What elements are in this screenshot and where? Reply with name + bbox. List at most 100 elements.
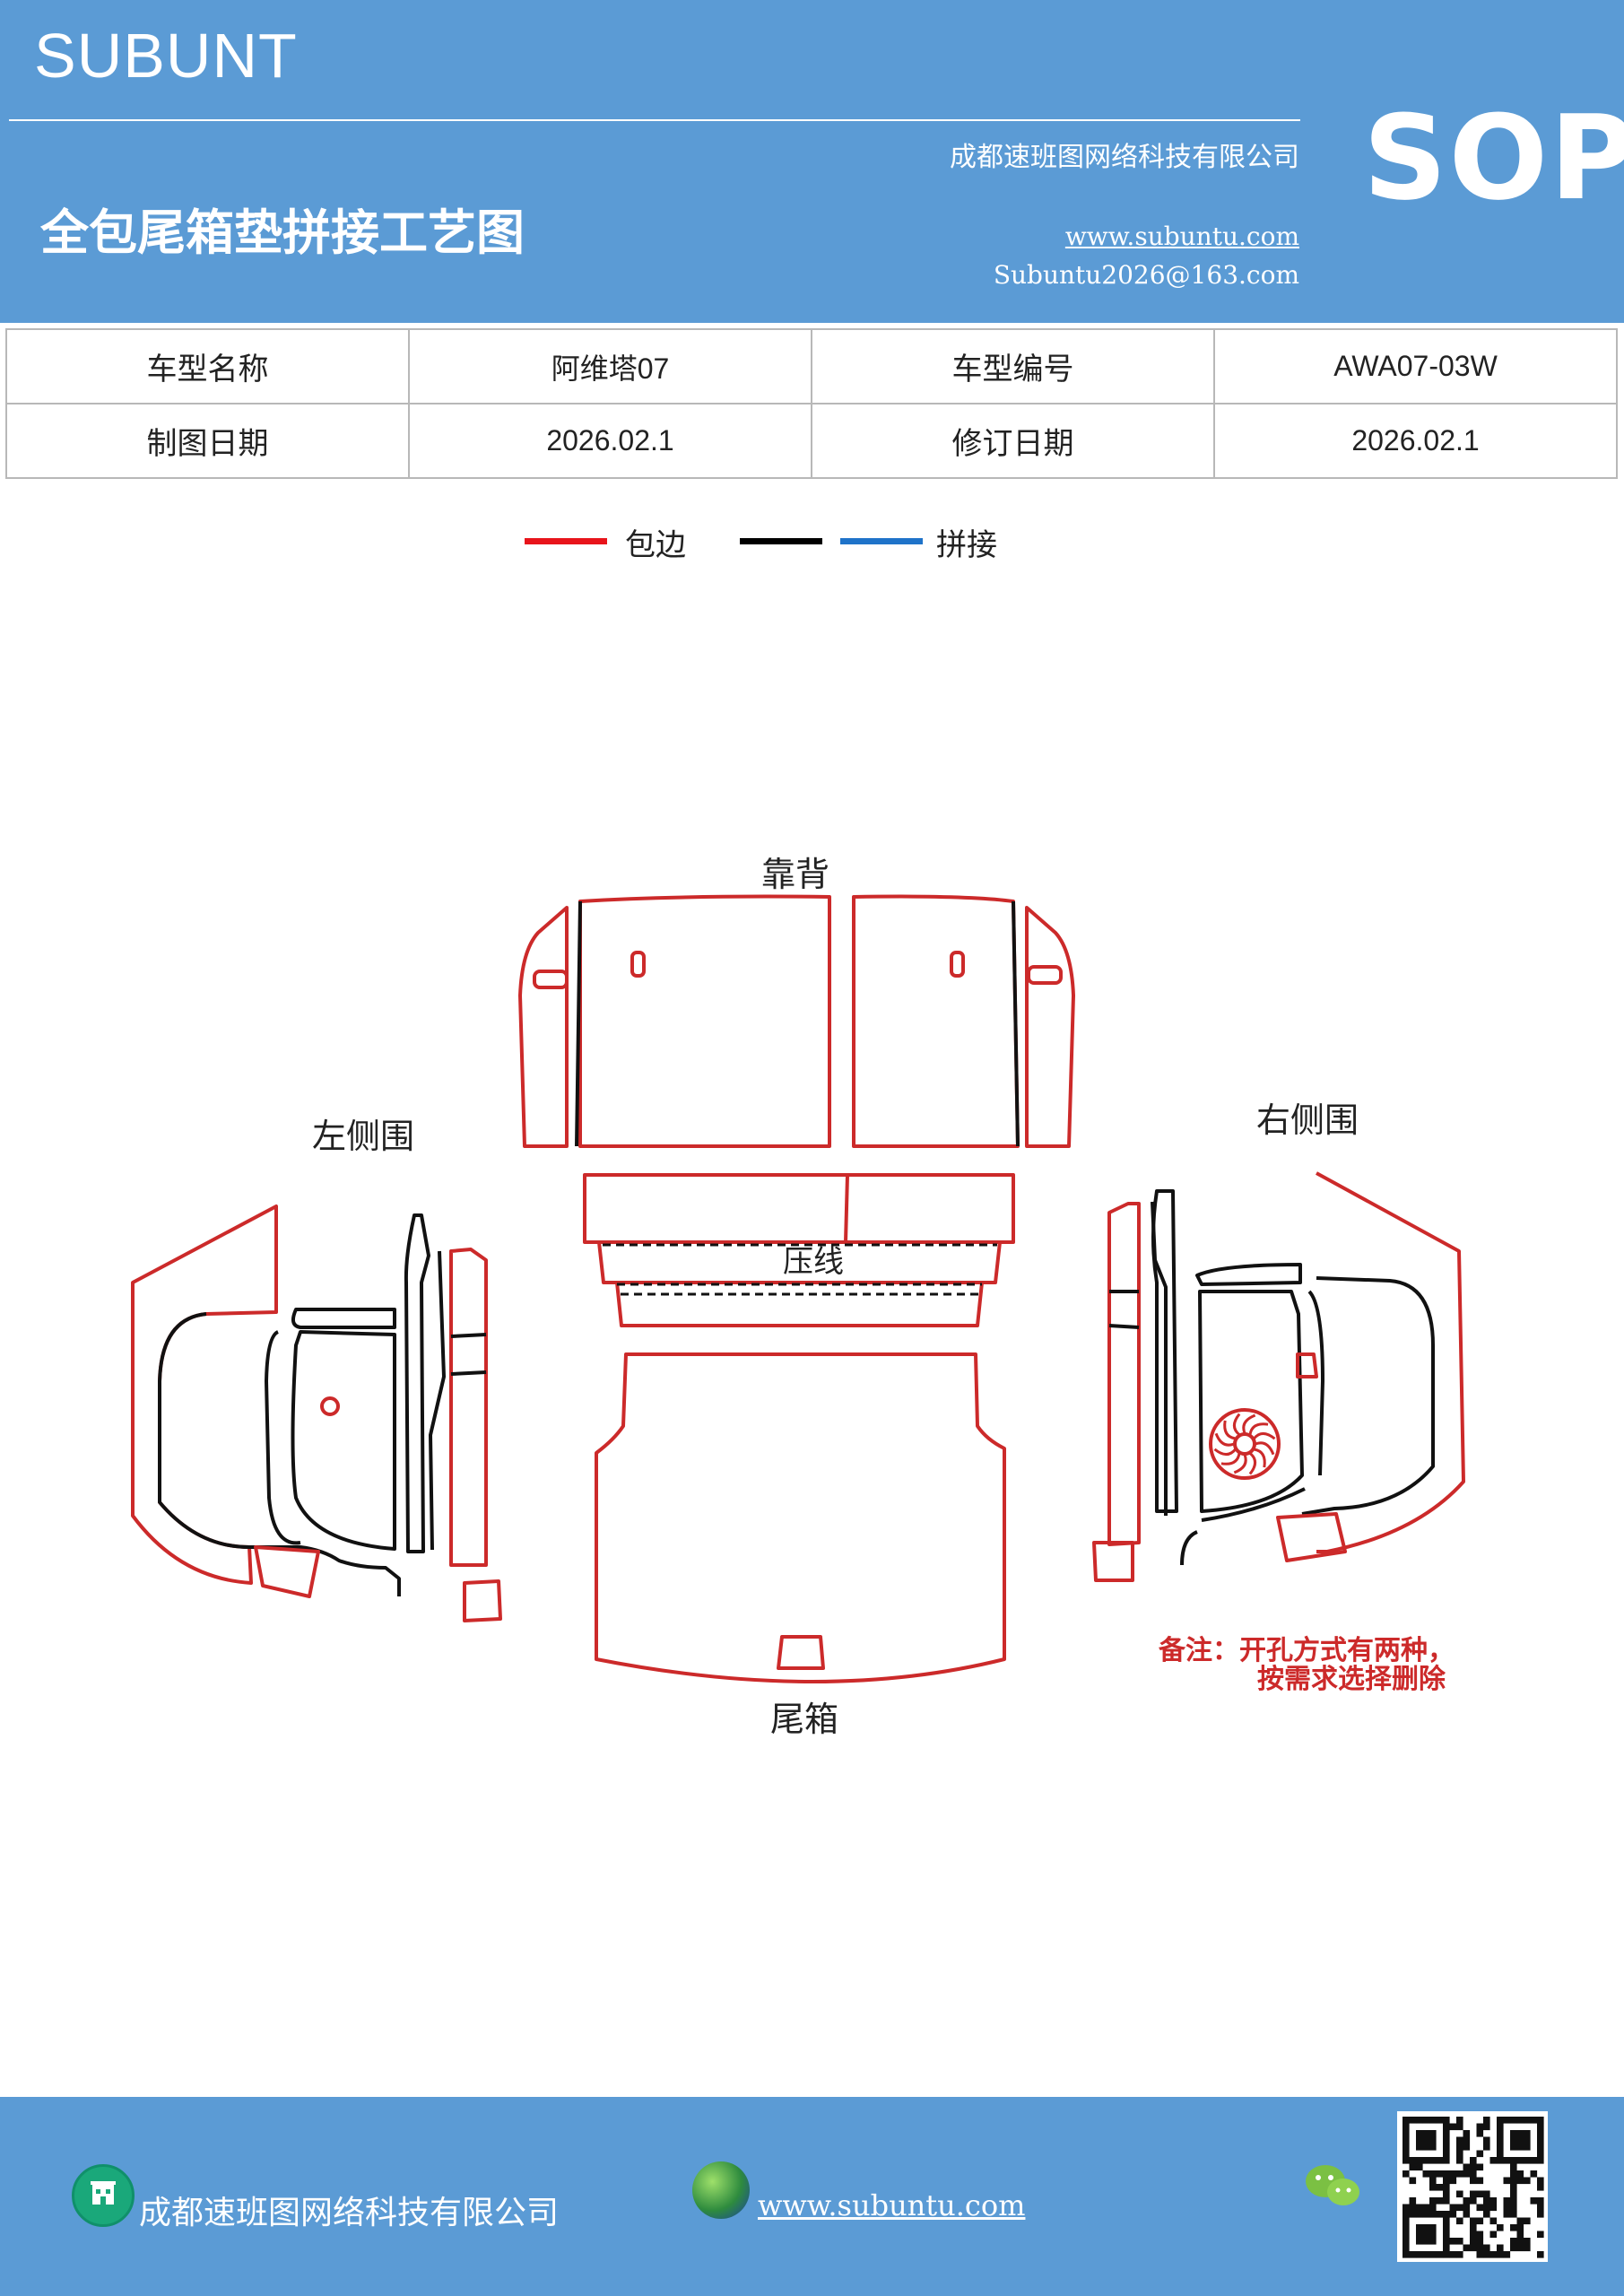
qr-module bbox=[1436, 2211, 1444, 2218]
header: SUBUNT 成都速班图网络科技有限公司 全包尾箱垫拼接工艺图 www.subu… bbox=[0, 0, 1624, 323]
qr-module bbox=[1510, 2170, 1517, 2178]
qr-module bbox=[1429, 2238, 1437, 2245]
qr-module bbox=[1463, 2163, 1471, 2171]
qr-module bbox=[1510, 2204, 1517, 2212]
right-side-window-edge bbox=[1307, 1290, 1324, 1476]
qr-module bbox=[1403, 2170, 1410, 2178]
right-side-foot bbox=[1092, 1541, 1134, 1582]
qr-module bbox=[1436, 2157, 1444, 2164]
left-side-hole bbox=[320, 1396, 340, 1416]
qr-module bbox=[1429, 2231, 1437, 2239]
qr-module bbox=[1524, 2177, 1531, 2185]
qr-module bbox=[1443, 2170, 1450, 2178]
qr-module bbox=[1443, 2144, 1450, 2151]
qr-code bbox=[1397, 2111, 1548, 2262]
qr-module bbox=[1537, 2211, 1544, 2218]
right-side-strip bbox=[1107, 1202, 1141, 1546]
qr-module bbox=[1443, 2184, 1450, 2191]
label-left-side: 左侧围 bbox=[312, 1117, 414, 1156]
qr-module bbox=[1516, 2170, 1524, 2178]
vent-spoke bbox=[1223, 1420, 1236, 1440]
qr-module bbox=[1409, 2157, 1417, 2164]
qr-module bbox=[1416, 2144, 1423, 2151]
table-cell: 2026.02.1 bbox=[1213, 403, 1618, 479]
qr-module bbox=[1436, 2251, 1444, 2258]
qr-module bbox=[1422, 2170, 1430, 2178]
qr-module bbox=[1483, 2197, 1490, 2205]
qr-module bbox=[1503, 2117, 1511, 2124]
qr-module bbox=[1483, 2136, 1490, 2144]
qr-module bbox=[1403, 2204, 1410, 2212]
vent-spoke bbox=[1242, 1413, 1256, 1434]
qr-module bbox=[1537, 2184, 1544, 2191]
press-section-top bbox=[583, 1173, 1015, 1244]
footer-website-link[interactable]: www.subuntu.com bbox=[758, 2188, 1026, 2222]
qr-module bbox=[1497, 2157, 1504, 2164]
qr-module bbox=[1416, 2224, 1423, 2231]
qr-module bbox=[1470, 2238, 1477, 2245]
trunk-floor bbox=[595, 1352, 1006, 1683]
table-cell: 车型编号 bbox=[811, 328, 1215, 404]
website-link[interactable]: www.subuntu.com bbox=[1064, 222, 1299, 251]
qr-module bbox=[1429, 2130, 1437, 2137]
qr-module bbox=[1463, 2136, 1471, 2144]
vent-spoke bbox=[1248, 1452, 1257, 1475]
qr-module bbox=[1516, 2238, 1524, 2245]
legend-swatch-seam-blue bbox=[840, 538, 923, 544]
qr-module bbox=[1483, 2244, 1490, 2252]
trunk-handle-cutout bbox=[777, 1635, 825, 1670]
qr-module bbox=[1429, 2197, 1437, 2205]
qr-module bbox=[1470, 2170, 1477, 2178]
qr-module bbox=[1510, 2130, 1517, 2137]
qr-module bbox=[1449, 2170, 1457, 2178]
left-side-outer bbox=[131, 1205, 278, 1585]
qr-module bbox=[1429, 2170, 1437, 2178]
qr-module bbox=[1422, 2117, 1430, 2124]
vent-spoke bbox=[1248, 1422, 1269, 1435]
vent-spoke bbox=[1220, 1453, 1241, 1465]
table-cell: 车型名称 bbox=[5, 328, 410, 404]
qr-module bbox=[1436, 2197, 1444, 2205]
qr-module bbox=[1497, 2136, 1504, 2144]
qr-module bbox=[1443, 2231, 1450, 2239]
qr-module bbox=[1470, 2217, 1477, 2225]
qr-module bbox=[1510, 2157, 1517, 2164]
qr-module bbox=[1403, 2211, 1410, 2218]
qr-module bbox=[1537, 2136, 1544, 2144]
qr-module bbox=[1422, 2224, 1430, 2231]
note-line-1: 备注：开孔方式有两种， bbox=[1159, 1635, 1455, 1666]
qr-module bbox=[1530, 2117, 1538, 2124]
qr-module bbox=[1449, 2238, 1457, 2245]
qr-module bbox=[1516, 2136, 1524, 2144]
backrest-left-flap bbox=[518, 906, 569, 1148]
qr-module bbox=[1416, 2204, 1423, 2212]
qr-module bbox=[1443, 2238, 1450, 2245]
qr-module bbox=[1416, 2163, 1423, 2171]
footer-company: 成都速班图网络科技有限公司 bbox=[139, 2195, 560, 2231]
qr-module bbox=[1416, 2211, 1423, 2218]
qr-module bbox=[1429, 2136, 1437, 2144]
qr-module bbox=[1524, 2136, 1531, 2144]
qr-module bbox=[1516, 2244, 1524, 2252]
company-name: 成都速班图网络科技有限公司 bbox=[950, 142, 1299, 173]
qr-module bbox=[1476, 2251, 1484, 2258]
qr-module bbox=[1537, 2123, 1544, 2131]
qr-module bbox=[1476, 2150, 1484, 2158]
qr-module bbox=[1470, 2190, 1477, 2198]
qr-module bbox=[1403, 2251, 1410, 2258]
qr-module bbox=[1422, 2251, 1430, 2258]
qr-module bbox=[1463, 2211, 1471, 2218]
qr-module bbox=[1516, 2177, 1524, 2185]
backrest-right-hole bbox=[950, 951, 965, 978]
qr-module bbox=[1429, 2157, 1437, 2164]
qr-module bbox=[1416, 2251, 1423, 2258]
backrest-right-flap bbox=[1025, 906, 1075, 1148]
qr-module bbox=[1497, 2244, 1504, 2252]
qr-module bbox=[1510, 2244, 1517, 2252]
qr-module bbox=[1456, 2136, 1463, 2144]
diagram-labels: 靠背 左侧围 右侧围 压线 尾箱 备注：开孔方式有两种， 按需求选择删除 bbox=[312, 855, 1455, 1739]
qr-module bbox=[1456, 2238, 1463, 2245]
qr-module bbox=[1470, 2177, 1477, 2185]
vent-cutout-icon bbox=[1209, 1408, 1281, 1480]
qr-module bbox=[1537, 2197, 1544, 2205]
